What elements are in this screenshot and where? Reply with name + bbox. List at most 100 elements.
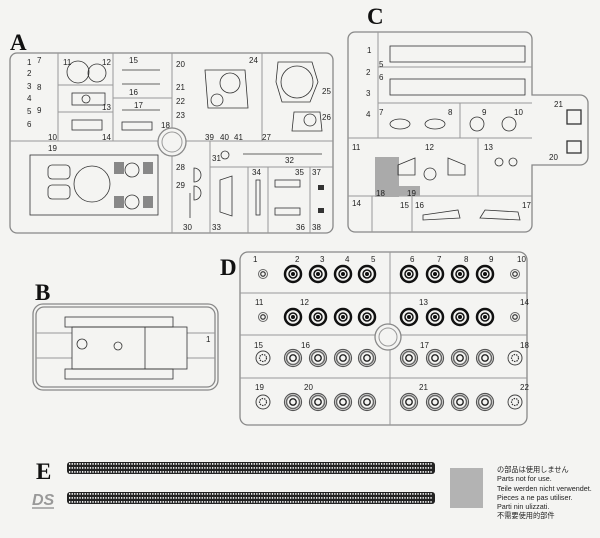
svg-text:DS: DS	[32, 492, 55, 509]
part-number-a-10: 10	[48, 133, 57, 142]
part-number-d-2: 2	[295, 255, 300, 264]
road-wheel-part	[283, 307, 303, 327]
part-number-a-16: 16	[129, 88, 138, 97]
sprue-letter-c: C	[367, 4, 384, 29]
part-number-c-18: 18	[376, 189, 385, 198]
part-number-a-13: 13	[102, 103, 111, 112]
small-wheel-part	[507, 350, 523, 366]
sprue-letter-e: E	[36, 459, 51, 484]
small-wheel-part	[258, 269, 268, 279]
part-number-a-28: 28	[176, 163, 185, 172]
part-number-c-6: 6	[379, 73, 384, 82]
part-number-a-8: 8	[37, 83, 42, 92]
road-wheel-part	[357, 392, 377, 412]
part-number-c-7: 7	[379, 108, 384, 117]
part-number-d-9: 9	[489, 255, 494, 264]
part-number-a-9: 9	[37, 106, 42, 115]
part-number-a-26: 26	[322, 113, 331, 122]
part-number-c-15: 15	[400, 201, 409, 210]
part-number-a-23: 23	[176, 111, 185, 120]
part-number-d-12: 12	[300, 298, 309, 307]
sprue-a	[9, 52, 334, 234]
part-number-c-11: 11	[352, 143, 361, 152]
part-number-d-14: 14	[520, 298, 529, 307]
part-number-c-3: 3	[366, 89, 371, 98]
part-number-a-24: 24	[249, 56, 258, 65]
part-number-a-18: 18	[161, 121, 170, 130]
part-number-d-5: 5	[371, 255, 376, 264]
part-number-c-4: 4	[366, 110, 371, 119]
notice-line-zh: 不需要使用的部件	[497, 511, 555, 521]
part-number-c-14: 14	[352, 199, 361, 208]
road-wheel-part	[333, 264, 353, 284]
part-number-c-10: 10	[514, 108, 523, 117]
road-wheel-part	[399, 307, 419, 327]
sprue-b	[32, 303, 219, 391]
road-wheel-part	[425, 348, 445, 368]
part-number-a-19: 19	[48, 144, 57, 153]
part-number-c-19: 19	[407, 189, 416, 198]
part-number-d-15: 15	[254, 341, 263, 350]
part-number-c-8: 8	[448, 108, 453, 117]
part-number-d-7: 7	[437, 255, 442, 264]
notice-line-ja: の部品は使用しません	[497, 465, 569, 474]
road-wheel-part	[283, 348, 303, 368]
part-number-d-20: 20	[304, 383, 313, 392]
part-number-c-9: 9	[482, 108, 487, 117]
part-number-a-12: 12	[102, 58, 111, 67]
part-number-a-39: 39	[205, 133, 214, 142]
road-wheel-part	[308, 348, 328, 368]
sprue-letter-a: A	[10, 30, 27, 55]
road-wheel-part	[475, 307, 495, 327]
road-wheel-part	[475, 264, 495, 284]
part-number-a-11: 11	[63, 58, 72, 67]
part-number-a-4: 4	[27, 94, 32, 103]
part-number-a-3: 3	[27, 82, 32, 91]
road-wheel-part	[357, 307, 377, 327]
part-number-d-21: 21	[419, 383, 428, 392]
part-number-a-21: 21	[176, 83, 185, 92]
part-number-d-6: 6	[410, 255, 415, 264]
part-number-d-16: 16	[301, 341, 310, 350]
part-number-c-2: 2	[366, 68, 371, 77]
part-number-d-3: 3	[320, 255, 325, 264]
part-number-d-13: 13	[419, 298, 428, 307]
sprue-d	[239, 251, 528, 426]
part-number-a-36: 36	[296, 223, 305, 232]
part-number-a-37: 37	[312, 168, 321, 177]
small-wheel-part	[510, 312, 520, 322]
road-wheel-part	[308, 307, 328, 327]
small-wheel-part	[507, 394, 523, 410]
part-number-a-15: 15	[129, 56, 138, 65]
part-number-d-17: 17	[420, 341, 429, 350]
track-run-1	[67, 462, 435, 474]
road-wheel-part	[450, 392, 470, 412]
road-wheel-part	[425, 307, 445, 327]
part-number-a-41: 41	[234, 133, 243, 142]
part-number-a-25: 25	[322, 87, 331, 96]
part-number-c-5: 5	[379, 60, 384, 69]
small-wheel-part	[255, 350, 271, 366]
part-number-c-16: 16	[415, 201, 424, 210]
part-number-a-1: 1	[27, 58, 32, 67]
part-number-b-1: 1	[206, 335, 211, 344]
part-number-d-10: 10	[517, 255, 526, 264]
road-wheel-part	[399, 392, 419, 412]
ds-logo: DS	[32, 492, 55, 509]
part-number-a-32: 32	[285, 156, 294, 165]
part-number-c-20: 20	[549, 153, 558, 162]
part-number-c-12: 12	[425, 143, 434, 152]
road-wheel-part	[333, 392, 353, 412]
part-number-c-21: 21	[554, 100, 563, 109]
part-number-d-19: 19	[255, 383, 264, 392]
notice-line-it: Parti nin ulizzati.	[497, 502, 550, 512]
notice-line-fr: Pieces a ne pas utiliser.	[497, 492, 573, 502]
part-number-c-17: 17	[522, 201, 531, 210]
road-wheel-part	[333, 348, 353, 368]
part-number-a-27: 27	[262, 133, 271, 142]
part-number-a-17: 17	[134, 101, 143, 110]
part-number-a-14: 14	[102, 133, 111, 142]
part-number-a-30: 30	[183, 223, 192, 232]
part-number-d-11: 11	[255, 298, 264, 307]
